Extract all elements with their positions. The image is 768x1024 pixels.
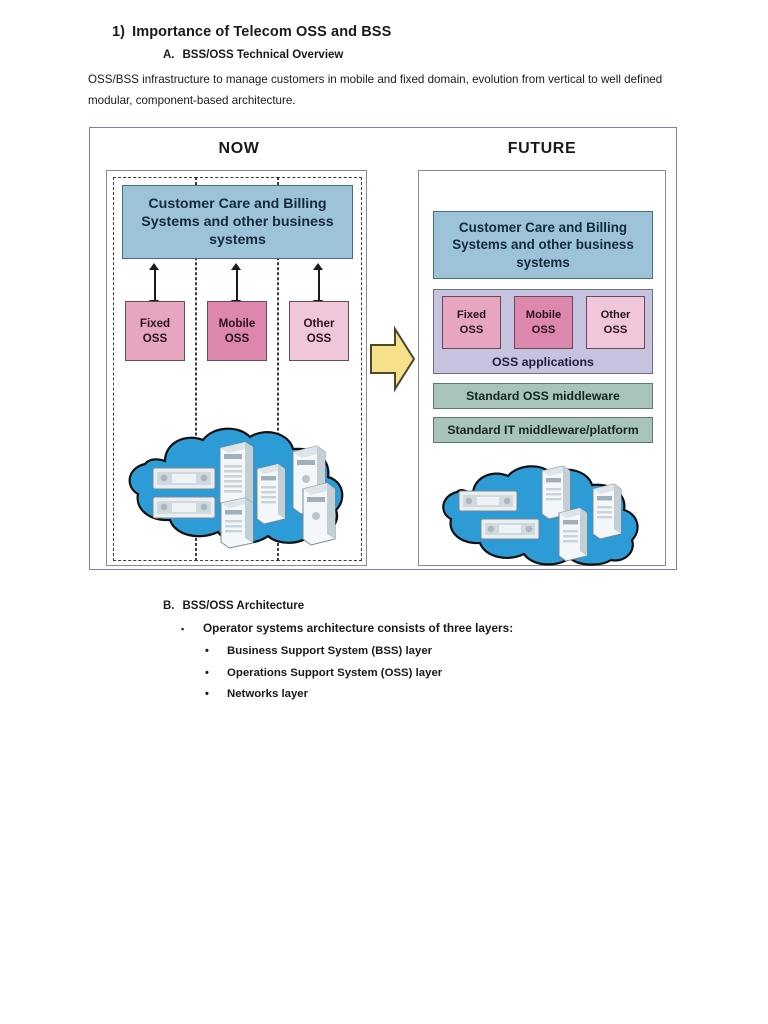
- section-b-heading: B. BSS/OSS Architecture: [163, 600, 304, 612]
- section-a-heading: A. BSS/OSS Technical Overview: [163, 49, 343, 61]
- now-oss-box-other: Other OSS: [289, 301, 349, 361]
- future-cloud-icon: [442, 465, 639, 566]
- future-oss-fixed-line2: OSS: [459, 323, 484, 336]
- section-b-layer-list: • Business Support System (BSS) layer • Op…: [205, 641, 442, 706]
- now-panel-title: NOW: [218, 140, 260, 157]
- future-oss-other-line2: OSS: [603, 323, 628, 336]
- layer-bss-label: Business Support System (BSS) layer: [227, 645, 433, 657]
- section-b-text: BSS/OSS Architecture: [182, 600, 305, 612]
- page-title-text: Importance of Telecom OSS and BSS: [132, 24, 392, 40]
- intro-paragraph: OSS/BSS infrastructure to manage custome…: [88, 73, 663, 108]
- now-oss-fixed-line1: Fixed: [139, 316, 171, 330]
- future-oss-applications-label: OSS applications: [492, 355, 594, 369]
- future-oss-mobile-line2: OSS: [531, 323, 556, 336]
- layer-networks-label: Networks layer: [227, 688, 309, 700]
- transition-arrow-icon: [367, 323, 417, 395]
- list-item: • Networks layer: [205, 684, 442, 706]
- now-oss-mobile-line2: OSS: [224, 332, 250, 345]
- list-item: • Operations Support System (OSS) layer: [205, 663, 442, 685]
- now-oss-box-mobile: Mobile OSS: [207, 301, 267, 361]
- architecture-diagram: NOW FUTURE Customer Care and Billing Sys…: [89, 127, 677, 570]
- future-standard-oss-middleware-bar: Standard OSS middleware: [433, 383, 653, 409]
- now-cloud-icon: [128, 427, 344, 549]
- future-oss-other-line1: Other: [600, 308, 631, 321]
- now-vertical-silo-mobile: [195, 177, 279, 561]
- round-bullet-icon: •: [205, 666, 209, 679]
- section-b-lead-bullet: ▪ Operator systems architecture consists …: [181, 621, 513, 635]
- now-customer-care-box: Customer Care and Billing Systems and ot…: [122, 185, 353, 259]
- section-b-lead-bullet-text: Operator systems architecture consists o…: [203, 621, 514, 635]
- page-title-number: 1): [112, 24, 126, 40]
- future-panel: Customer Care and Billing Systems and ot…: [418, 170, 666, 566]
- future-standard-it-middleware-bar: Standard IT middleware/platform: [433, 417, 653, 443]
- now-vertical-silo-fixed: [113, 177, 197, 561]
- round-bullet-icon: •: [205, 688, 209, 700]
- now-network-cloud: [117, 421, 362, 551]
- future-network-cloud: [429, 461, 657, 566]
- future-oss-box-fixed: Fixed OSS: [442, 296, 501, 349]
- section-b-letter: B.: [163, 600, 175, 612]
- now-oss-mobile-line1: Mobile: [218, 316, 256, 330]
- now-oss-other-line1: Other: [303, 316, 335, 330]
- section-a-text: BSS/OSS Technical Overview: [182, 49, 344, 61]
- section-a-letter: A.: [163, 49, 175, 61]
- future-oss-mobile-line1: Mobile: [525, 308, 562, 321]
- future-oss-applications-band: Fixed OSS Mobile OSS Other OSS OSS appli…: [433, 289, 653, 374]
- future-panel-title: FUTURE: [507, 140, 577, 157]
- square-bullet-icon: ▪: [181, 623, 185, 634]
- now-vertical-silo-other: [277, 177, 362, 561]
- now-oss-fixed-line2: OSS: [142, 332, 168, 345]
- future-oss-fixed-line1: Fixed: [456, 308, 487, 321]
- now-oss-box-fixed: Fixed OSS: [125, 301, 185, 361]
- future-oss-box-mobile: Mobile OSS: [514, 296, 573, 349]
- future-oss-box-other: Other OSS: [586, 296, 645, 349]
- list-item: • Business Support System (BSS) layer: [205, 641, 442, 663]
- now-oss-other-line2: OSS: [306, 332, 332, 345]
- round-bullet-icon: •: [205, 645, 209, 657]
- layer-oss-label: Operations Support System (OSS) layer: [227, 666, 443, 679]
- page-title: 1) Importance of Telecom OSS and BSS: [112, 24, 391, 40]
- now-panel: Customer Care and Billing Systems and ot…: [106, 170, 367, 566]
- future-customer-care-box: Customer Care and Billing Systems and ot…: [433, 211, 653, 279]
